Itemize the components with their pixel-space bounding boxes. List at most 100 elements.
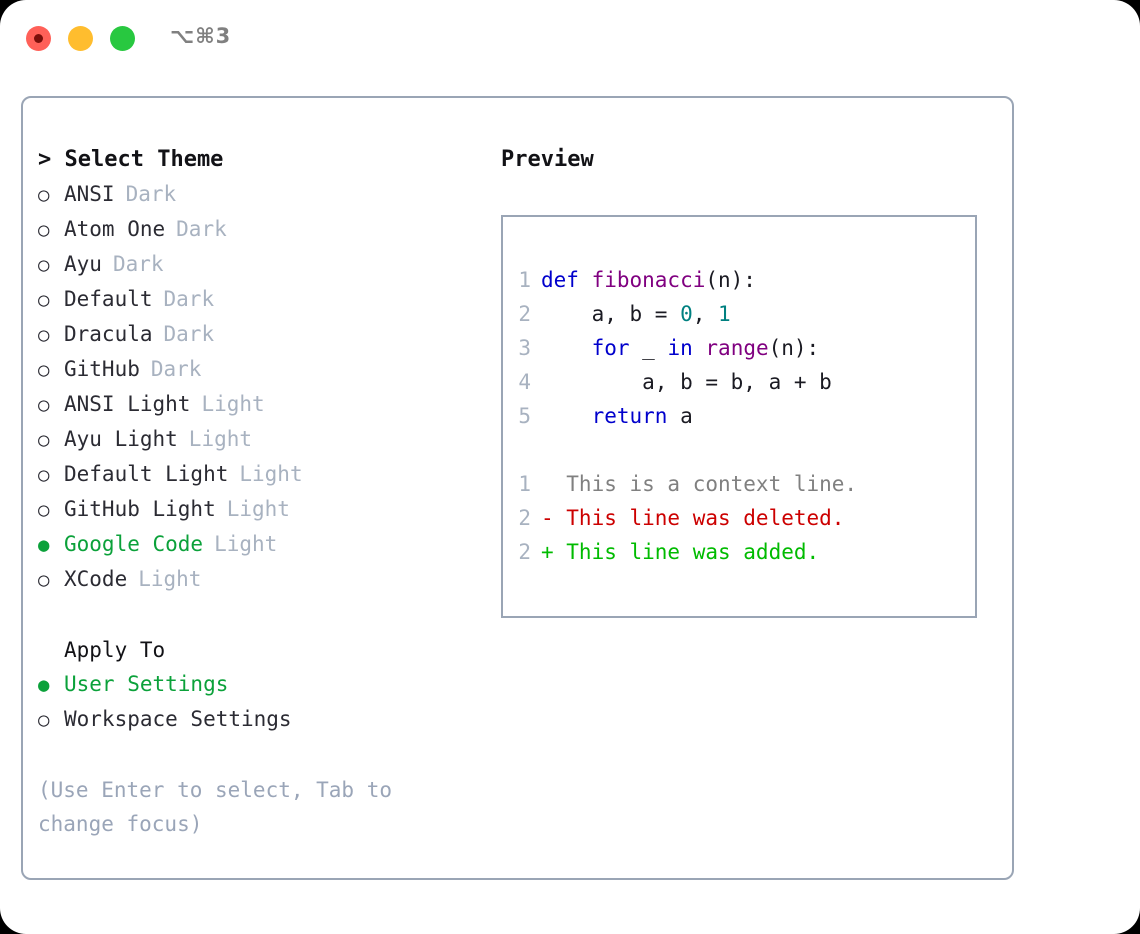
theme-variant-badge: Dark bbox=[163, 287, 215, 311]
line-number: 1 bbox=[518, 268, 531, 292]
apply-to-option-label: Workspace Settings bbox=[64, 707, 292, 731]
theme-option-ansi-light[interactable]: ○ ANSI Light Light bbox=[38, 387, 488, 422]
theme-variant-badge: Dark bbox=[112, 252, 164, 276]
token-ctx: This is a context line. bbox=[541, 472, 858, 496]
radio-unselected-icon: ○ bbox=[38, 254, 50, 276]
traffic-light-controls bbox=[26, 26, 135, 51]
diff-sample: 1 This is a context line. 2 - This line wa… bbox=[503, 467, 975, 569]
token-plain bbox=[541, 336, 592, 360]
diff-line: 2 - This line was deleted. bbox=[503, 501, 975, 535]
theme-variant-badge: Dark bbox=[163, 322, 215, 346]
code-line-text: a, b = 0, 1 bbox=[541, 297, 731, 331]
radio-selected-icon: ● bbox=[38, 674, 50, 696]
theme-variant-badge: Light bbox=[188, 427, 253, 451]
radio-unselected-icon: ○ bbox=[38, 359, 50, 381]
radio-unselected-icon: ○ bbox=[38, 464, 50, 486]
theme-option-atom-one[interactable]: ○ Atom One Dark bbox=[38, 212, 488, 247]
keyboard-hint-text: (Use Enter to select, Tab to change focu… bbox=[38, 778, 405, 836]
token-plain: a bbox=[667, 404, 693, 428]
theme-option-label: GitHub bbox=[64, 357, 140, 381]
radio-unselected-icon: ○ bbox=[38, 569, 50, 591]
theme-variant-badge: Light bbox=[239, 462, 303, 486]
token-fn: range bbox=[705, 336, 769, 360]
line-number: 4 bbox=[518, 370, 531, 394]
diff-line-text: This is a context line. bbox=[541, 467, 857, 501]
apply-to-heading: Apply To bbox=[64, 638, 166, 662]
theme-option-label: Ayu bbox=[64, 252, 102, 276]
code-line-text: def fibonacci(n): bbox=[541, 263, 756, 297]
line-number: 2 bbox=[518, 540, 531, 564]
line-number: 1 bbox=[518, 472, 531, 496]
theme-option-ayu[interactable]: ○ Ayu Dark bbox=[38, 247, 488, 282]
theme-option-xcode[interactable]: ○ XCode Light bbox=[38, 562, 488, 597]
line-number: 2 bbox=[518, 302, 531, 326]
spacer bbox=[38, 597, 488, 633]
theme-variant-badge: Light bbox=[201, 392, 265, 416]
token-plain bbox=[541, 404, 592, 428]
radio-unselected-icon: ○ bbox=[38, 289, 50, 311]
theme-option-label: Atom One bbox=[64, 217, 166, 241]
diff-line-text: + This line was added. bbox=[541, 535, 819, 569]
theme-option-label: Ayu Light bbox=[64, 427, 178, 451]
keyboard-shortcut-label: ⌥⌘3 bbox=[170, 24, 232, 48]
zoom-button[interactable] bbox=[110, 26, 135, 51]
token-plain: a, b = bbox=[541, 302, 681, 326]
line-number: 2 bbox=[518, 506, 531, 530]
token-plain: , bbox=[692, 302, 719, 326]
token-del: - This line was deleted. bbox=[541, 506, 845, 530]
theme-option-label: ANSI Light bbox=[64, 392, 191, 416]
theme-variant-badge: Dark bbox=[125, 182, 177, 206]
theme-option-label: XCode bbox=[64, 567, 128, 591]
theme-option-github-light[interactable]: ○ GitHub Light Light bbox=[38, 492, 488, 527]
code-line-text: a, b = b, a + b bbox=[541, 365, 832, 399]
preview-heading: Preview bbox=[501, 147, 594, 172]
theme-variant-badge: Dark bbox=[176, 217, 227, 241]
token-fn: fibonacci bbox=[591, 268, 706, 292]
theme-option-label: GitHub Light bbox=[64, 497, 216, 521]
code-line: 2 a, b = 0, 1 bbox=[503, 297, 975, 331]
radio-unselected-icon: ○ bbox=[38, 324, 50, 346]
apply-to-option-label: User Settings bbox=[64, 672, 229, 696]
token-plain: (n): bbox=[768, 336, 820, 360]
token-num: 1 bbox=[718, 302, 731, 326]
close-button[interactable] bbox=[26, 26, 51, 51]
token-add: + This line was added. bbox=[541, 540, 820, 564]
theme-option-label: Default Light bbox=[64, 462, 229, 486]
diff-line: 2 + This line was added. bbox=[503, 535, 975, 569]
theme-variant-badge: Light bbox=[226, 497, 290, 521]
token-plain: _ bbox=[629, 336, 668, 360]
token-kw: in bbox=[667, 336, 693, 360]
token-kw: for bbox=[591, 336, 630, 360]
radio-unselected-icon: ○ bbox=[38, 394, 50, 416]
token-num: 0 bbox=[680, 302, 693, 326]
theme-option-default-light[interactable]: ○ Default Light Light bbox=[38, 457, 488, 492]
theme-variant-badge: Light bbox=[138, 567, 202, 591]
token-plain bbox=[693, 336, 706, 360]
line-number: 5 bbox=[518, 404, 531, 428]
apply-to-option-list[interactable]: ● User Settings ○Workspace Settings bbox=[38, 667, 488, 737]
theme-option-ayu-light[interactable]: ○ Ayu Light Light bbox=[38, 422, 488, 457]
diff-line: 1 This is a context line. bbox=[503, 467, 975, 501]
code-line: 5 return a bbox=[503, 399, 975, 433]
apply-to-option-workspace-settings[interactable]: ○Workspace Settings bbox=[38, 702, 488, 737]
radio-unselected-icon: ○ bbox=[38, 499, 50, 521]
apply-to-option-user-settings[interactable]: ● User Settings bbox=[38, 667, 488, 702]
theme-option-label: Google Code bbox=[64, 532, 204, 556]
select-theme-heading: > Select Theme bbox=[38, 147, 224, 172]
radio-unselected-icon: ○ bbox=[38, 429, 50, 451]
token-plain: (n): bbox=[705, 268, 756, 292]
minimize-button[interactable] bbox=[68, 26, 93, 51]
diff-line-text: - This line was deleted. bbox=[541, 501, 844, 535]
radio-unselected-icon: ○ bbox=[38, 219, 50, 241]
radio-unselected-icon: ○ bbox=[38, 184, 50, 206]
